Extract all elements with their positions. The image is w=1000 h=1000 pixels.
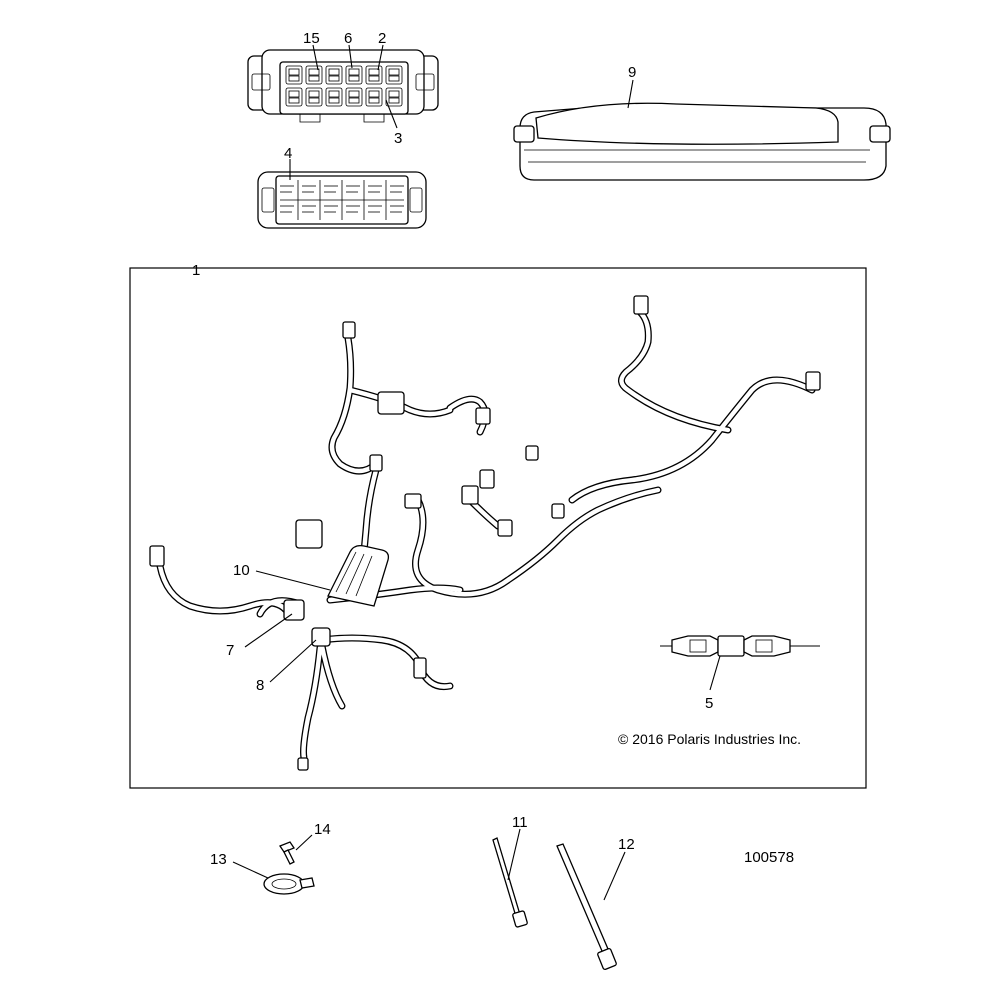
harness-frame (129, 267, 867, 789)
callout-5: 5 (705, 695, 713, 712)
callout-14: 14 (314, 821, 331, 838)
callout-1: 1 (192, 262, 200, 279)
callout-9: 9 (628, 64, 636, 81)
fuse-box-top (247, 49, 439, 123)
cable-tie-long (556, 843, 617, 971)
callout-3: 3 (394, 130, 402, 147)
callout-6: 6 (344, 30, 352, 47)
document-number: 100578 (744, 849, 794, 866)
callout-7: 7 (226, 642, 234, 659)
clamp-and-bolt (263, 841, 315, 895)
part-9-cover (513, 102, 891, 181)
callout-4: 4 (284, 145, 292, 162)
wiring-harness (149, 295, 821, 771)
callout-13: 13 (210, 851, 227, 868)
callout-2: 2 (378, 30, 386, 47)
callout-8: 8 (256, 677, 264, 694)
copyright-notice: © 2016 Polaris Industries Inc. (618, 731, 801, 747)
fuse-box-cover (257, 171, 427, 229)
callout-12: 12 (618, 836, 635, 853)
cable-tie-short (492, 837, 528, 928)
callout-11: 11 (512, 814, 528, 831)
inline-fuse (660, 635, 820, 657)
callout-15: 15 (303, 30, 320, 47)
callout-10: 10 (233, 562, 250, 579)
